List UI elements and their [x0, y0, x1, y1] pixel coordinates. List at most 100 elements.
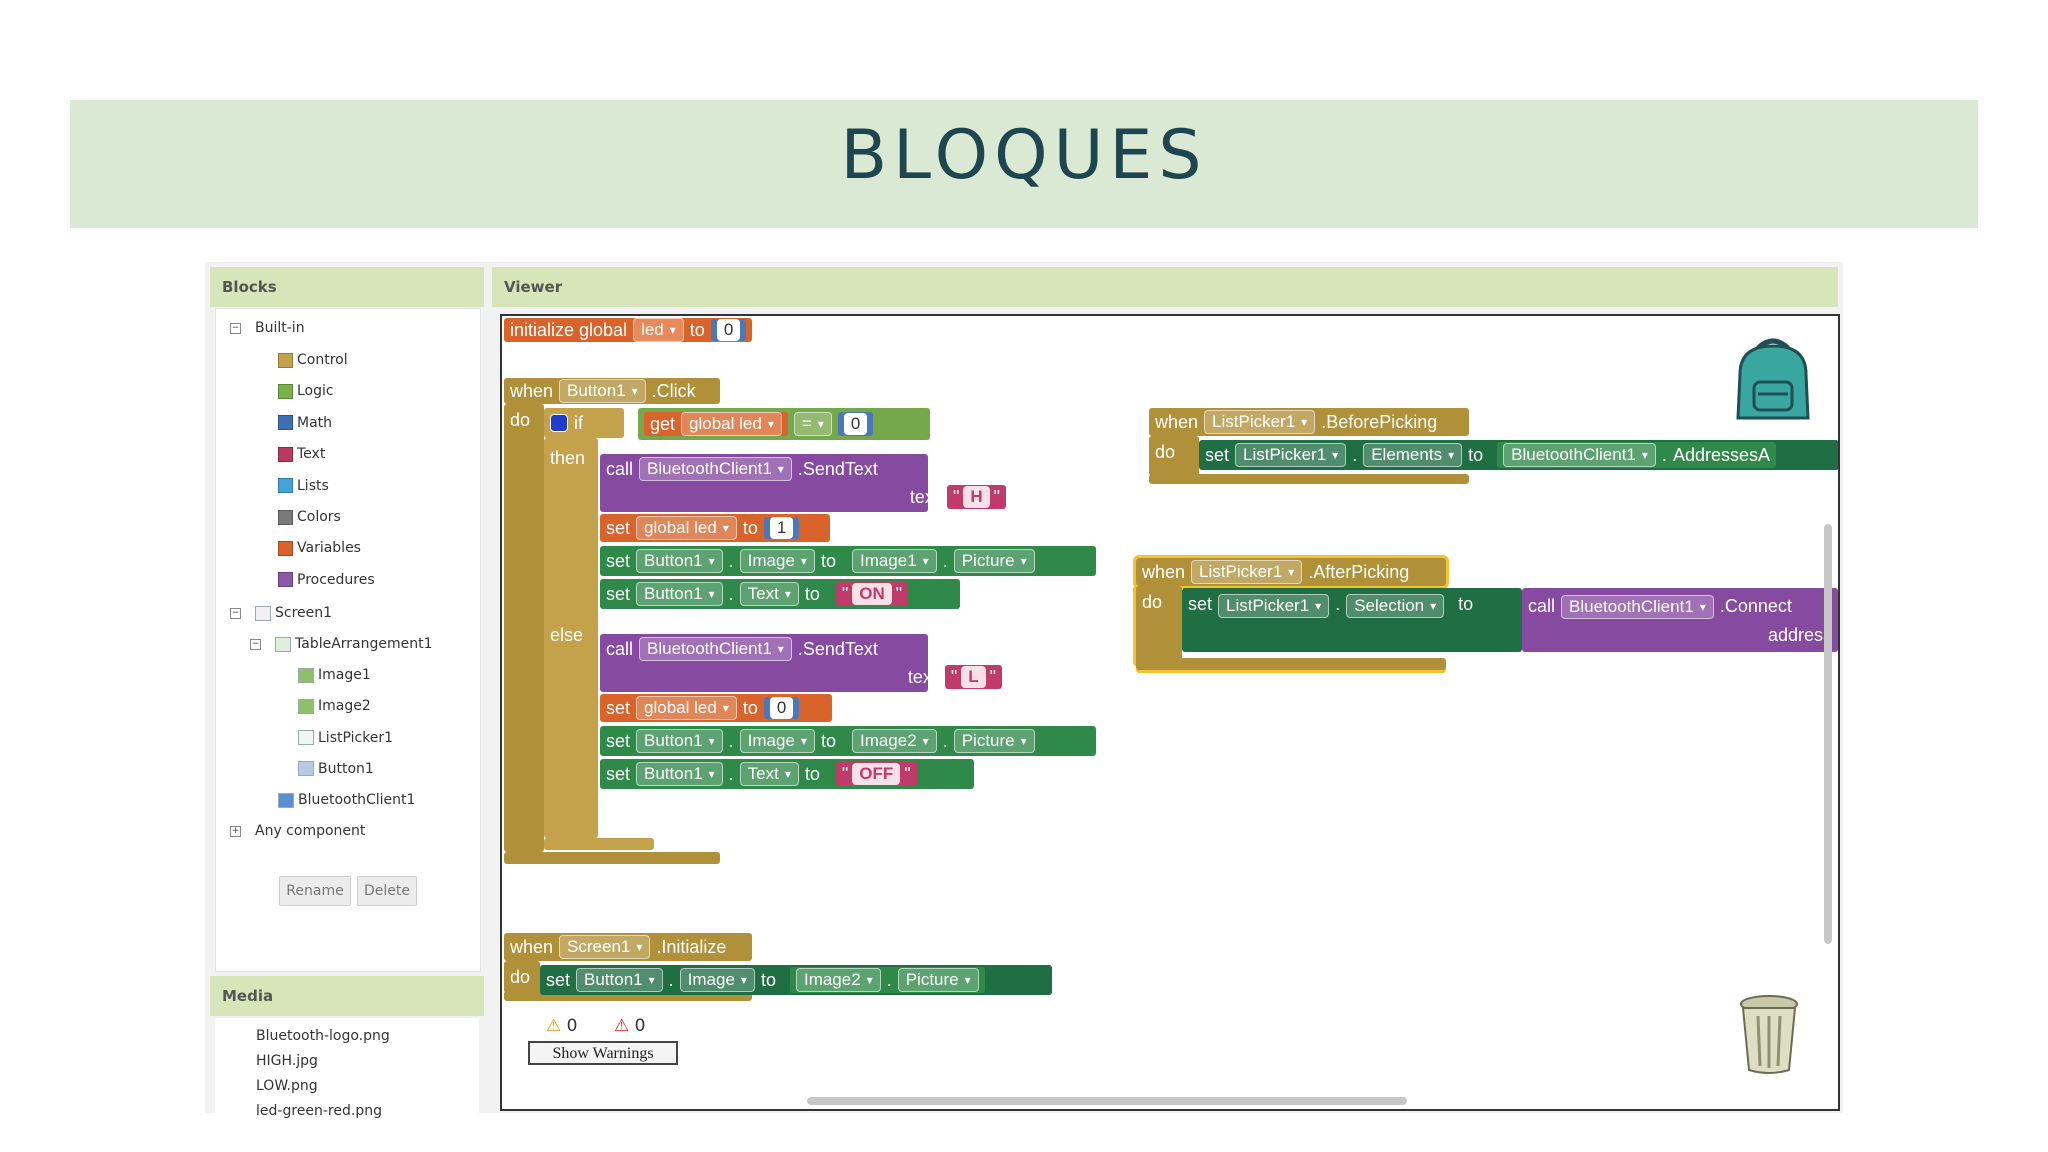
blocks-workspace[interactable]: initialize global led to 0 when Button1 …	[500, 314, 1840, 1111]
tree-image2[interactable]: Image2	[298, 698, 371, 714]
component-dropdown[interactable]: Button1	[576, 968, 663, 992]
vertical-scrollbar[interactable]	[1824, 524, 1832, 944]
image-component-dropdown[interactable]: Image1	[851, 549, 937, 573]
compare-block[interactable]: get global led = 0	[638, 408, 930, 440]
string-value[interactable]: H	[963, 486, 990, 508]
show-warnings-button[interactable]: Show Warnings	[528, 1041, 678, 1065]
tree-table-arrangement[interactable]: − TableArrangement1	[250, 636, 433, 652]
text-string-block[interactable]: " H "	[946, 485, 1006, 509]
component-dropdown[interactable]: Button1	[636, 549, 723, 573]
media-file[interactable]: Bluetooth-logo.png	[256, 1028, 390, 1044]
set-elements-block[interactable]: set ListPicker1 . Elements to BluetoothC…	[1199, 440, 1838, 470]
property-dropdown[interactable]: Text	[739, 582, 799, 606]
image-component-dropdown[interactable]: Image2	[795, 968, 881, 992]
collapse-icon[interactable]: −	[250, 638, 261, 650]
picture-property-dropdown[interactable]: Picture	[953, 549, 1035, 573]
send-text-block-else[interactable]: call BluetoothClient1 .SendText text " L…	[600, 634, 1002, 692]
builtin-colors[interactable]: Colors	[278, 509, 341, 525]
set-image-init-block[interactable]: set Button1 . Image to Image2 . Picture	[540, 965, 1052, 995]
string-value[interactable]: L	[961, 666, 986, 688]
text-string-block[interactable]: " OFF "	[835, 762, 917, 786]
builtin-text[interactable]: Text	[278, 446, 325, 462]
operator-dropdown[interactable]: =	[793, 412, 832, 436]
number-block[interactable]: 0	[837, 412, 874, 436]
component-dropdown[interactable]: ListPicker1	[1235, 443, 1347, 467]
number-value[interactable]: 0	[843, 413, 868, 435]
send-text-block-then[interactable]: call BluetoothClient1 .SendText text " H…	[600, 454, 1006, 512]
number-block[interactable]: 0	[710, 319, 747, 341]
set-text-block-then[interactable]: set Button1 . Text to " ON "	[600, 579, 960, 609]
expand-icon[interactable]: +	[230, 825, 241, 837]
media-file[interactable]: LOW.png	[256, 1078, 318, 1094]
mutator-gear-icon[interactable]	[550, 414, 568, 432]
builtin-math[interactable]: Math	[278, 415, 332, 431]
get-variable-block[interactable]: get global led	[644, 412, 788, 436]
tree-bluetooth-client[interactable]: BluetoothClient1	[278, 792, 415, 808]
set-led-block-else[interactable]: set global led to 0	[600, 694, 832, 722]
number-block[interactable]: 0	[763, 697, 800, 719]
image-component-dropdown[interactable]: Image2	[851, 729, 937, 753]
delete-button[interactable]: Delete	[357, 876, 417, 906]
screen-init-event-block[interactable]: when Screen1 .Initialize	[504, 933, 752, 961]
set-text-block-else[interactable]: set Button1 . Text to " OFF "	[600, 759, 974, 789]
variable-dropdown[interactable]: global led	[636, 516, 737, 540]
component-dropdown[interactable]: Button1	[636, 729, 723, 753]
horizontal-scrollbar[interactable]	[807, 1097, 1407, 1105]
variable-dropdown[interactable]: global led	[636, 696, 737, 720]
after-picking-event-block[interactable]: when ListPicker1 .AfterPicking	[1133, 555, 1449, 589]
component-dropdown[interactable]: Button1	[636, 582, 723, 606]
property-dropdown[interactable]: Text	[739, 762, 799, 786]
before-picking-event-block[interactable]: when ListPicker1 .BeforePicking	[1149, 408, 1469, 436]
media-file[interactable]: HIGH.jpg	[256, 1053, 318, 1069]
tree-button1[interactable]: Button1	[298, 761, 374, 777]
tree-listpicker1[interactable]: ListPicker1	[298, 730, 393, 746]
tree-screen1[interactable]: − Screen1	[230, 605, 332, 621]
tree-any-component[interactable]: + Any component	[230, 823, 365, 839]
collapse-icon[interactable]: −	[230, 322, 241, 334]
set-selection-block[interactable]: set ListPicker1 . Selection to	[1182, 588, 1522, 652]
component-dropdown[interactable]: ListPicker1	[1218, 594, 1330, 618]
number-value[interactable]: 1	[769, 517, 794, 539]
component-dropdown[interactable]: Button1	[559, 379, 646, 403]
var-name-field[interactable]: led	[633, 318, 684, 342]
string-value[interactable]: ON	[852, 583, 892, 605]
builtin-variables[interactable]: Variables	[278, 540, 361, 556]
picture-property-dropdown[interactable]: Picture	[953, 729, 1035, 753]
media-file[interactable]: led-green-red.png	[256, 1103, 382, 1119]
variable-dropdown[interactable]: global led	[681, 412, 782, 436]
tree-image1[interactable]: Image1	[298, 667, 371, 683]
text-string-block[interactable]: " L "	[944, 665, 1002, 689]
bluetooth-dropdown[interactable]: BluetoothClient1	[639, 637, 792, 661]
connect-call-block[interactable]: call BluetoothClient1 .Connect address	[1522, 588, 1838, 652]
property-dropdown[interactable]: Image	[739, 549, 815, 573]
bluetooth-addresses-block[interactable]: BluetoothClient1 . AddressesA	[1497, 442, 1776, 468]
init-global-block[interactable]: initialize global led to 0	[504, 318, 753, 342]
property-dropdown[interactable]: Selection	[1346, 594, 1445, 618]
if-block[interactable]: if	[544, 408, 624, 438]
text-string-block[interactable]: " ON "	[835, 582, 909, 606]
builtin-logic[interactable]: Logic	[278, 383, 334, 399]
property-dropdown[interactable]: Image	[679, 968, 755, 992]
component-dropdown[interactable]: Button1	[636, 762, 723, 786]
number-value[interactable]: 0	[716, 319, 741, 341]
component-dropdown[interactable]: ListPicker1	[1204, 410, 1316, 434]
trash-icon[interactable]	[1734, 992, 1804, 1076]
backpack-icon[interactable]	[1730, 334, 1816, 424]
collapse-icon[interactable]: −	[230, 607, 241, 619]
component-dropdown[interactable]: ListPicker1	[1191, 560, 1303, 584]
string-value[interactable]: OFF	[852, 763, 901, 785]
set-image-block-else[interactable]: set Button1 . Image to Image2 . Picture	[600, 726, 1096, 756]
picture-property-dropdown[interactable]: Picture	[897, 968, 979, 992]
component-dropdown[interactable]: Screen1	[559, 935, 651, 959]
tree-builtin[interactable]: − Built-in	[230, 320, 305, 336]
image-picture-block[interactable]: Image2 . Picture	[789, 967, 985, 993]
bluetooth-dropdown[interactable]: BluetoothClient1	[639, 457, 792, 481]
builtin-lists[interactable]: Lists	[278, 478, 329, 494]
number-block[interactable]: 1	[763, 517, 800, 539]
set-image-block-then[interactable]: set Button1 . Image to Image1 . Picture	[600, 546, 1096, 576]
builtin-control[interactable]: Control	[278, 352, 348, 368]
bluetooth-dropdown[interactable]: BluetoothClient1	[1561, 594, 1714, 619]
button-click-event-block[interactable]: when Button1 .Click	[504, 378, 720, 404]
property-dropdown[interactable]: Image	[739, 729, 815, 753]
rename-button[interactable]: Rename	[279, 876, 351, 906]
